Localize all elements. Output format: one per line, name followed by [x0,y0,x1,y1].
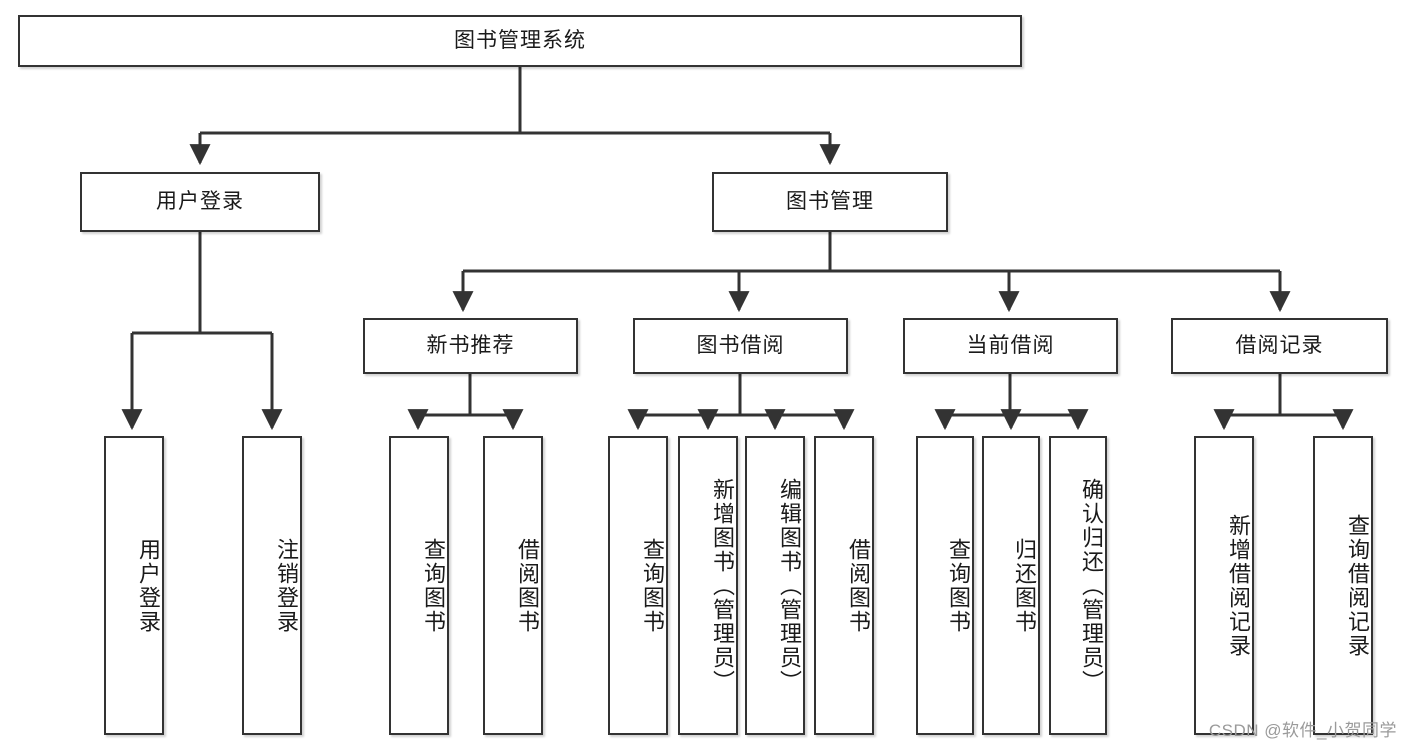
leaf-query-book-recommend-label: 查询图书 [421,537,446,634]
node-borrow-record-label: 借阅记录 [1235,334,1324,358]
leaf-query-book-current[interactable]: 查询图书 [916,436,974,735]
leaf-borrow-book-recommend[interactable]: 借阅图书 [483,436,543,735]
leaf-return-book-label: 归还图书 [1012,537,1037,634]
node-current-borrow-label: 当前借阅 [966,334,1055,358]
leaf-return-book[interactable]: 归还图书 [982,436,1040,735]
leaf-borrow-book[interactable]: 借阅图书 [814,436,874,735]
leaf-query-book-label: 查询图书 [640,537,665,634]
watermark: CSDN @软件_小贺同学 [1208,721,1397,740]
leaf-user-login[interactable]: 用户登录 [104,436,164,735]
leaf-add-book-admin[interactable]: 新增图书（管理员） [678,436,738,735]
leaf-query-book-recommend[interactable]: 查询图书 [389,436,449,735]
node-borrow-record[interactable]: 借阅记录 [1171,318,1388,374]
leaf-user-login-label: 用户登录 [136,537,161,634]
node-book-management[interactable]: 图书管理 [712,172,948,232]
leaf-borrow-book-label: 借阅图书 [846,537,871,634]
node-root[interactable]: 图书管理系统 [18,15,1022,67]
leaf-query-book[interactable]: 查询图书 [608,436,668,735]
leaf-edit-book-admin-label: 编辑图书（管理员） [777,477,802,694]
leaf-add-borrow-record-label: 新增借阅记录 [1226,513,1251,658]
leaf-query-borrow-record[interactable]: 查询借阅记录 [1313,436,1373,735]
node-new-book-recommend[interactable]: 新书推荐 [363,318,578,374]
leaf-add-book-admin-label: 新增图书（管理员） [710,477,735,694]
leaf-query-book-current-label: 查询图书 [946,537,971,634]
leaf-confirm-return-admin[interactable]: 确认归还（管理员） [1049,436,1107,735]
node-new-book-recommend-label: 新书推荐 [426,334,515,358]
leaf-confirm-return-admin-label: 确认归还（管理员） [1079,477,1104,694]
node-user-login[interactable]: 用户登录 [80,172,320,232]
leaf-edit-book-admin[interactable]: 编辑图书（管理员） [745,436,805,735]
node-book-management-label: 图书管理 [786,190,874,214]
leaf-add-borrow-record[interactable]: 新增借阅记录 [1194,436,1254,735]
node-user-login-label: 用户登录 [156,190,244,214]
leaf-query-borrow-record-label: 查询借阅记录 [1345,513,1370,658]
node-current-borrow[interactable]: 当前借阅 [903,318,1118,374]
node-root-label: 图书管理系统 [454,29,586,53]
node-book-borrow[interactable]: 图书借阅 [633,318,848,374]
leaf-logout[interactable]: 注销登录 [242,436,302,735]
leaf-logout-label: 注销登录 [274,537,299,634]
leaf-borrow-book-recommend-label: 借阅图书 [515,537,540,634]
node-book-borrow-label: 图书借阅 [696,334,785,358]
